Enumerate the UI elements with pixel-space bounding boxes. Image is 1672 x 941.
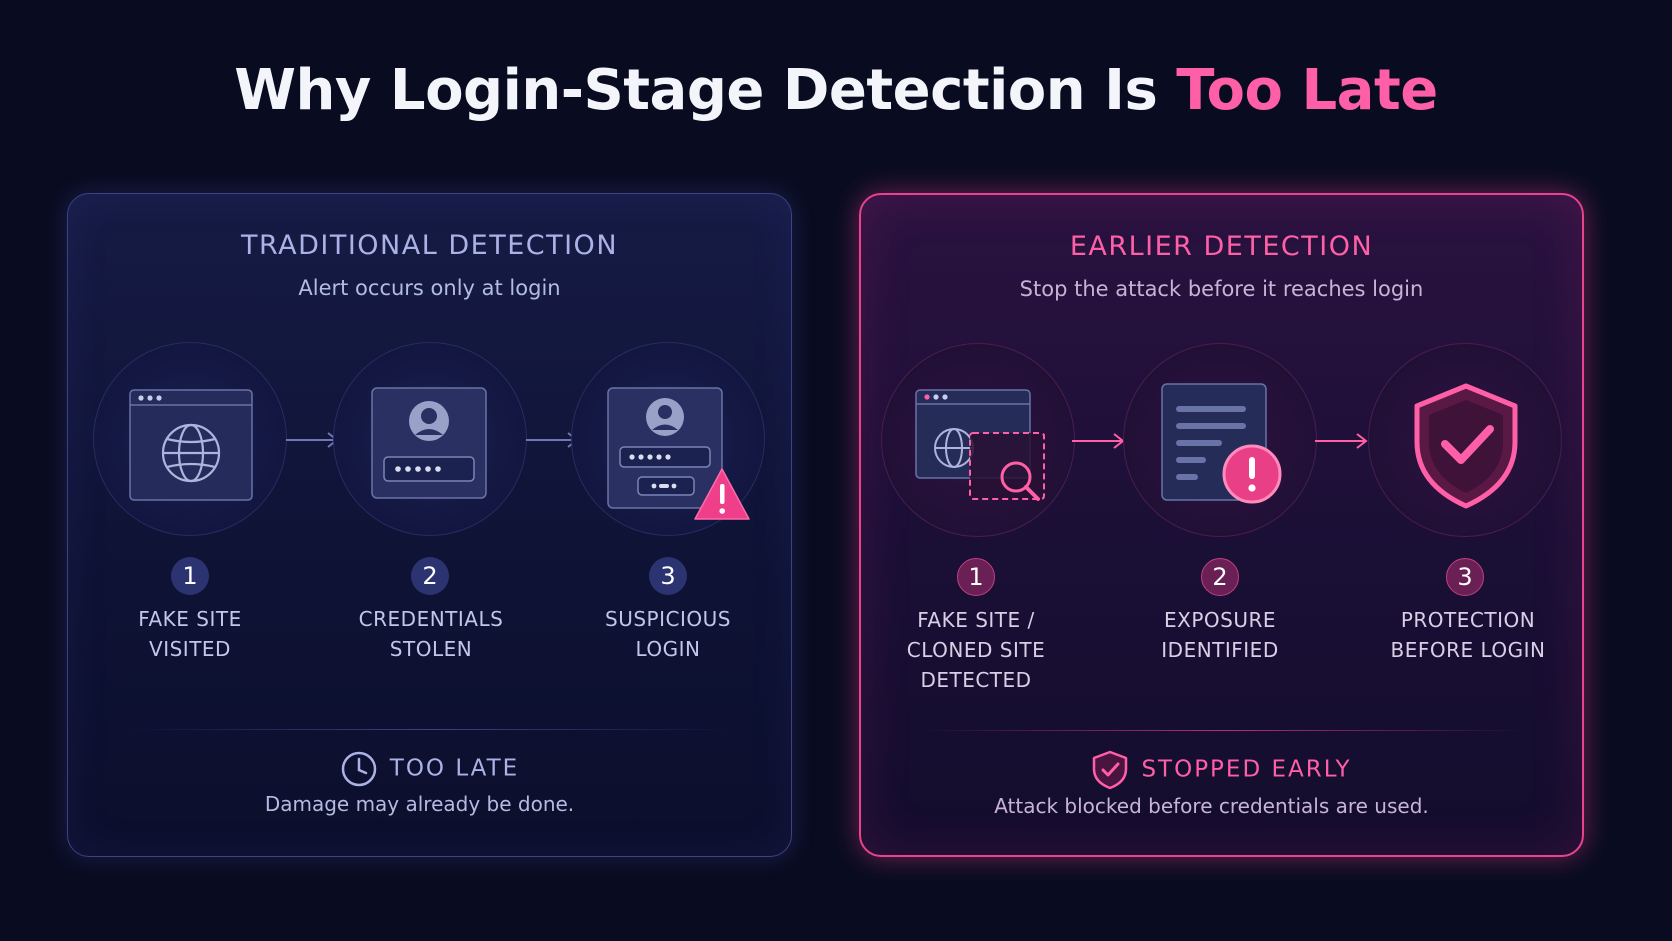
- title-accent: Too Late: [1176, 58, 1438, 123]
- shield-check-icon: [1093, 750, 1128, 790]
- clock-icon: [341, 751, 377, 787]
- page-title: Why Login-Stage Detection Is Too Late: [0, 58, 1672, 123]
- footer-text: Attack blocked before credentials are us…: [994, 794, 1429, 818]
- step-number: 1: [171, 557, 209, 595]
- browser-globe-icon: [129, 389, 253, 501]
- step-label-line: VISITED: [149, 637, 231, 661]
- arrow-right-icon: [1072, 433, 1125, 449]
- step-label-line: DETECTED: [920, 668, 1032, 692]
- step-number: 3: [649, 557, 687, 595]
- step-label-line: PROTECTION: [1400, 608, 1536, 632]
- footer-title-text: TOO LATE: [389, 755, 520, 782]
- step-label-line: STOLEN: [389, 637, 473, 661]
- panel-subtitle: Alert occurs only at login: [298, 276, 561, 300]
- step-circle: [881, 343, 1075, 537]
- step-number: 3: [1446, 558, 1484, 596]
- step-label: SUSPICIOUS LOGIN: [548, 604, 788, 664]
- step-circle: [1123, 343, 1317, 537]
- step-number: 1: [957, 558, 995, 596]
- step-circle: [93, 342, 287, 536]
- browser-search-icon: [915, 389, 1045, 501]
- login-card-icon: [371, 387, 487, 499]
- footer-title: STOPPED EARLY: [861, 749, 1582, 791]
- step-label-line: LOGIN: [635, 637, 701, 661]
- step-label-line: SUSPICIOUS: [605, 607, 731, 631]
- step-label-line: IDENTIFIED: [1161, 638, 1279, 662]
- step-label-line: EXPOSURE: [1163, 608, 1276, 632]
- step-label: FAKE SITE / CLONED SITE DETECTED: [856, 605, 1096, 695]
- step-number: 2: [411, 557, 449, 595]
- panel-subtitle: Stop the attack before it reaches login: [1019, 277, 1424, 301]
- step-label: CREDENTIALS STOLEN: [311, 604, 551, 664]
- login-warning-icon: [607, 387, 750, 520]
- step-number: 2: [1201, 558, 1239, 596]
- panel-heading: EARLIER DETECTION: [1069, 231, 1374, 262]
- shield-check-icon: [1414, 383, 1518, 509]
- divider: [921, 730, 1526, 731]
- footer-title-text: STOPPED EARLY: [1141, 756, 1352, 783]
- step-circle: [333, 342, 527, 536]
- step-label-line: FAKE SITE: [138, 607, 242, 631]
- step-circle: [1368, 343, 1562, 537]
- step-label: FAKE SITE VISITED: [70, 604, 310, 664]
- step-label-line: BEFORE LOGIN: [1390, 638, 1546, 662]
- traditional-detection-panel: TRADITIONAL DETECTION Alert occurs only …: [67, 193, 792, 857]
- title-main: Why Login-Stage Detection Is: [234, 58, 1177, 123]
- step-label-line: CREDENTIALS: [358, 607, 504, 631]
- step-label-line: FAKE SITE /: [917, 608, 1035, 632]
- footer-title: TOO LATE: [68, 750, 791, 788]
- panel-heading: TRADITIONAL DETECTION: [240, 230, 619, 261]
- divider: [128, 729, 733, 730]
- step-circle: [571, 342, 765, 536]
- arrow-right-icon: [1315, 433, 1368, 449]
- step-label: PROTECTION BEFORE LOGIN: [1348, 605, 1588, 665]
- document-alert-icon: [1161, 383, 1282, 504]
- footer-text: Damage may already be done.: [264, 792, 575, 816]
- earlier-detection-panel: EARLIER DETECTION Stop the attack before…: [859, 193, 1584, 857]
- step-label: EXPOSURE IDENTIFIED: [1100, 605, 1340, 665]
- step-label-line: CLONED SITE: [906, 638, 1046, 662]
